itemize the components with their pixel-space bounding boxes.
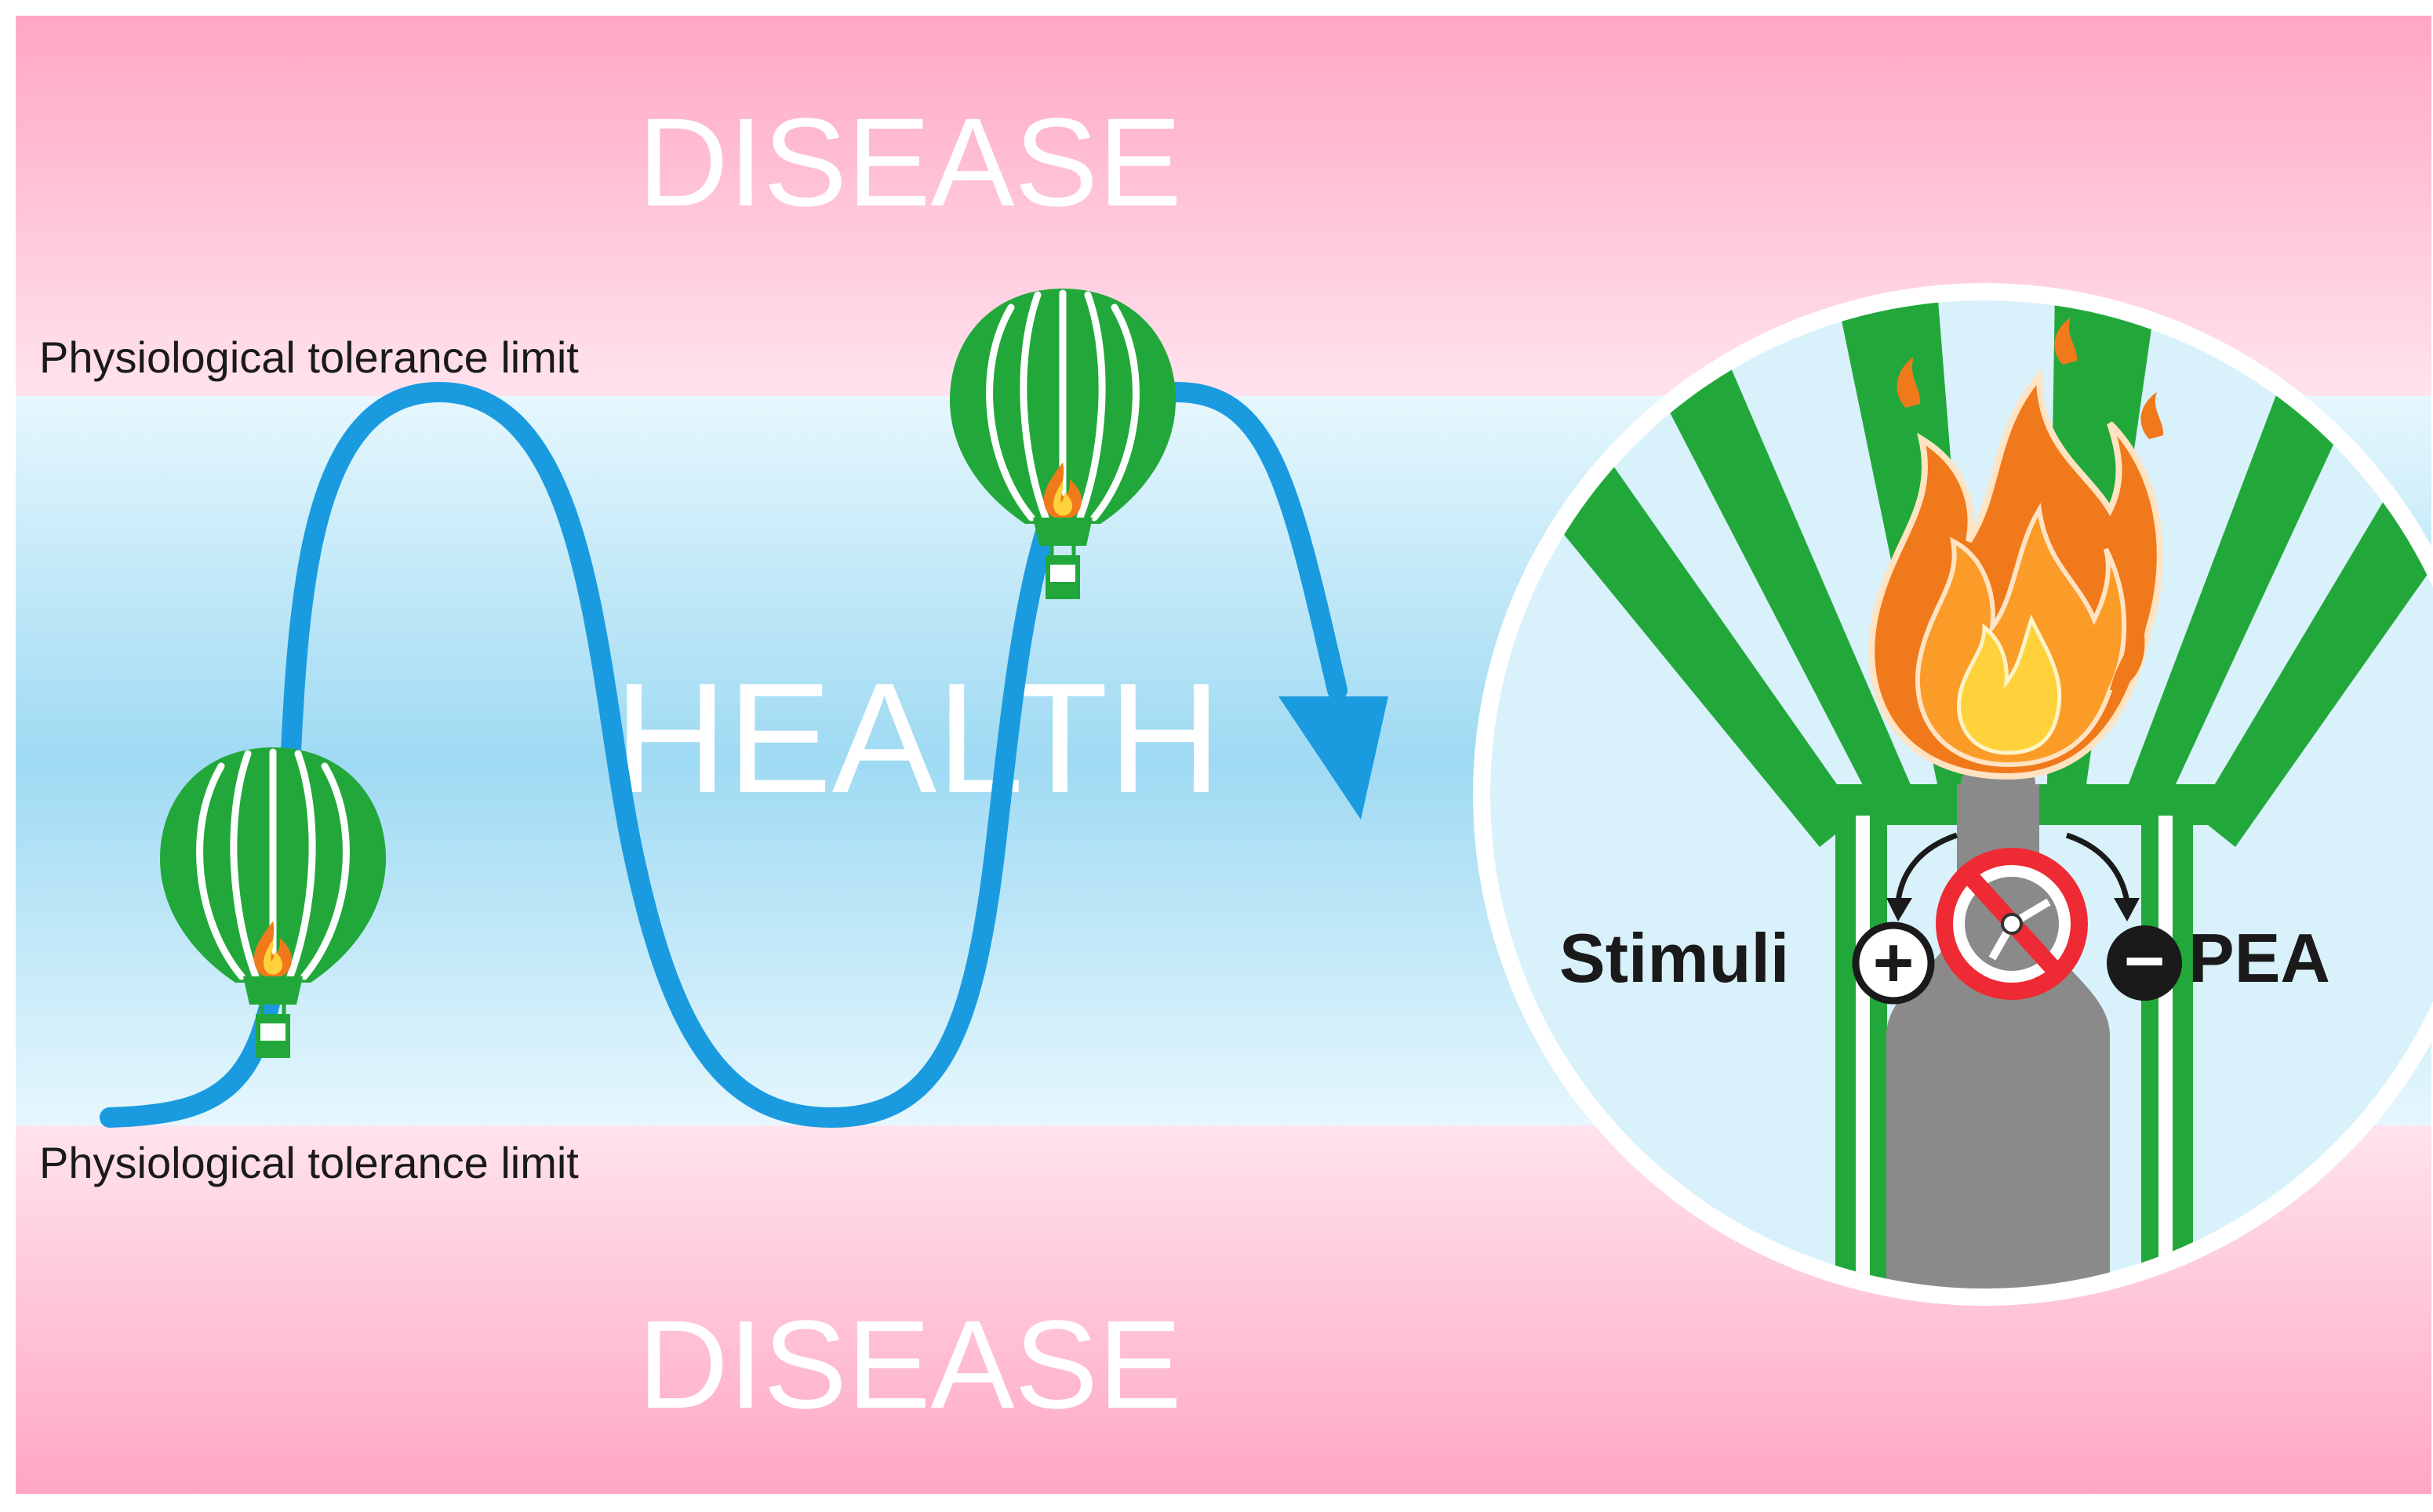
tolerance-limit-bottom-label: Physiological tolerance limit	[39, 1138, 579, 1187]
pea-label: PEA	[2188, 919, 2330, 997]
inhibit-badge: −	[2107, 922, 2182, 1001]
plus-icon: +	[1873, 924, 1915, 1002]
tolerance-limit-top-label: Physiological tolerance limit	[39, 333, 579, 382]
trajectory-arrowhead	[1278, 696, 1388, 820]
burner-flame	[1868, 318, 2164, 780]
burner-detail-circle: + −	[1473, 283, 2433, 1306]
minus-icon: −	[2124, 922, 2166, 1001]
disease-bottom-label: DISEASE	[638, 1294, 1182, 1434]
valve-arrows	[1895, 832, 2130, 903]
gas-cylinder	[1886, 784, 2110, 1288]
disease-top-label: DISEASE	[638, 92, 1182, 232]
stimuli-label: Stimuli	[1559, 919, 1789, 997]
health-label: HEALTH	[614, 651, 1221, 826]
stimulate-badge: +	[1852, 921, 1935, 1005]
valve-icon	[1936, 848, 2088, 1000]
